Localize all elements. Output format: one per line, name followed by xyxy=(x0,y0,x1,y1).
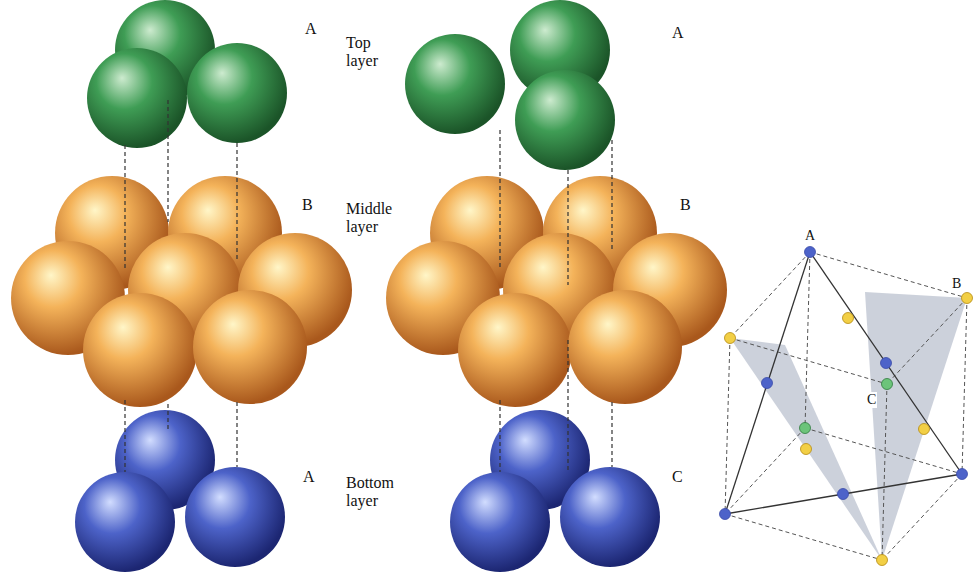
bottom-layer-spheres xyxy=(75,410,285,572)
layer-name: Bottom layer xyxy=(346,474,402,511)
position-letter: B xyxy=(951,276,962,292)
layer-letter: B xyxy=(302,196,313,214)
layer-letter: B xyxy=(680,196,691,214)
layer-letter: A xyxy=(305,20,317,38)
position-letter: A xyxy=(804,228,816,244)
layer-letter: A xyxy=(672,24,684,42)
bottom-layer-spheres xyxy=(450,410,660,572)
middle-layer-spheres xyxy=(11,176,352,407)
top-layer-spheres xyxy=(405,0,615,170)
unit-cell xyxy=(720,247,973,566)
middle-layer-spheres xyxy=(386,176,727,407)
layer-letter: A xyxy=(303,468,315,486)
top-layer-spheres xyxy=(87,0,287,148)
position-letter: C xyxy=(866,392,877,408)
alignment-lines xyxy=(125,100,237,472)
layer-name: Top layer xyxy=(346,34,398,71)
layer-name: Middle layer xyxy=(346,200,398,237)
layer-letter: C xyxy=(672,468,683,486)
alignment-lines xyxy=(500,130,612,472)
